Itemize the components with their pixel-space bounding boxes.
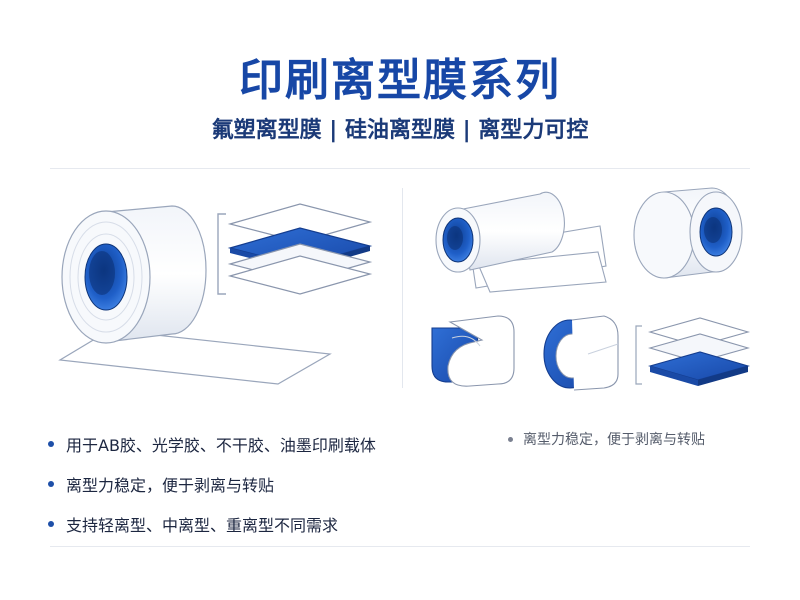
horizontal-roll-with-sheets xyxy=(435,191,607,293)
bullet-dot-icon xyxy=(48,481,54,487)
feature-text: 支持轻离型、中离型、重离型不同需求 xyxy=(66,516,339,535)
feature-text: 离型力稳定，便于剥离与转贴 xyxy=(66,476,275,495)
feature-item: 支持轻离型、中离型、重离型不同需求 xyxy=(48,504,468,544)
film-layer-stack xyxy=(217,203,373,295)
page-title: 印刷离型膜系列 xyxy=(239,55,561,106)
curled-film-sample xyxy=(543,315,619,391)
feature-item: 用于AB胶、光学胶、不干胶、油墨印刷载体 xyxy=(48,424,468,464)
bullet-dot-icon xyxy=(508,436,513,442)
side-note-text: 离型力稳定，便于剥离与转贴 xyxy=(523,432,705,448)
large-film-roll xyxy=(58,205,332,385)
bullet-dot-icon xyxy=(48,441,54,447)
top-divider xyxy=(50,168,750,169)
feature-item: 离型力稳定，便于剥离与转贴 xyxy=(48,464,468,504)
illustration-divider xyxy=(402,188,403,388)
product-illustration xyxy=(58,187,751,391)
side-note: 离型力稳定，便于剥离与转贴 xyxy=(508,429,705,449)
small-layer-stack xyxy=(635,317,751,386)
folded-film-sample xyxy=(431,315,515,387)
feature-text: 用于AB胶、光学胶、不干胶、油墨印刷载体 xyxy=(66,436,376,455)
bullet-dot-icon xyxy=(48,521,54,527)
feature-list: 用于AB胶、光学胶、不干胶、油墨印刷载体 离型力稳定，便于剥离与转贴 支持轻离型… xyxy=(48,424,468,544)
bottom-divider xyxy=(50,546,750,547)
page-subtitle: 氟塑离型膜 | 硅油离型膜 | 离型力可控 xyxy=(211,118,589,143)
small-film-roll xyxy=(633,187,743,279)
